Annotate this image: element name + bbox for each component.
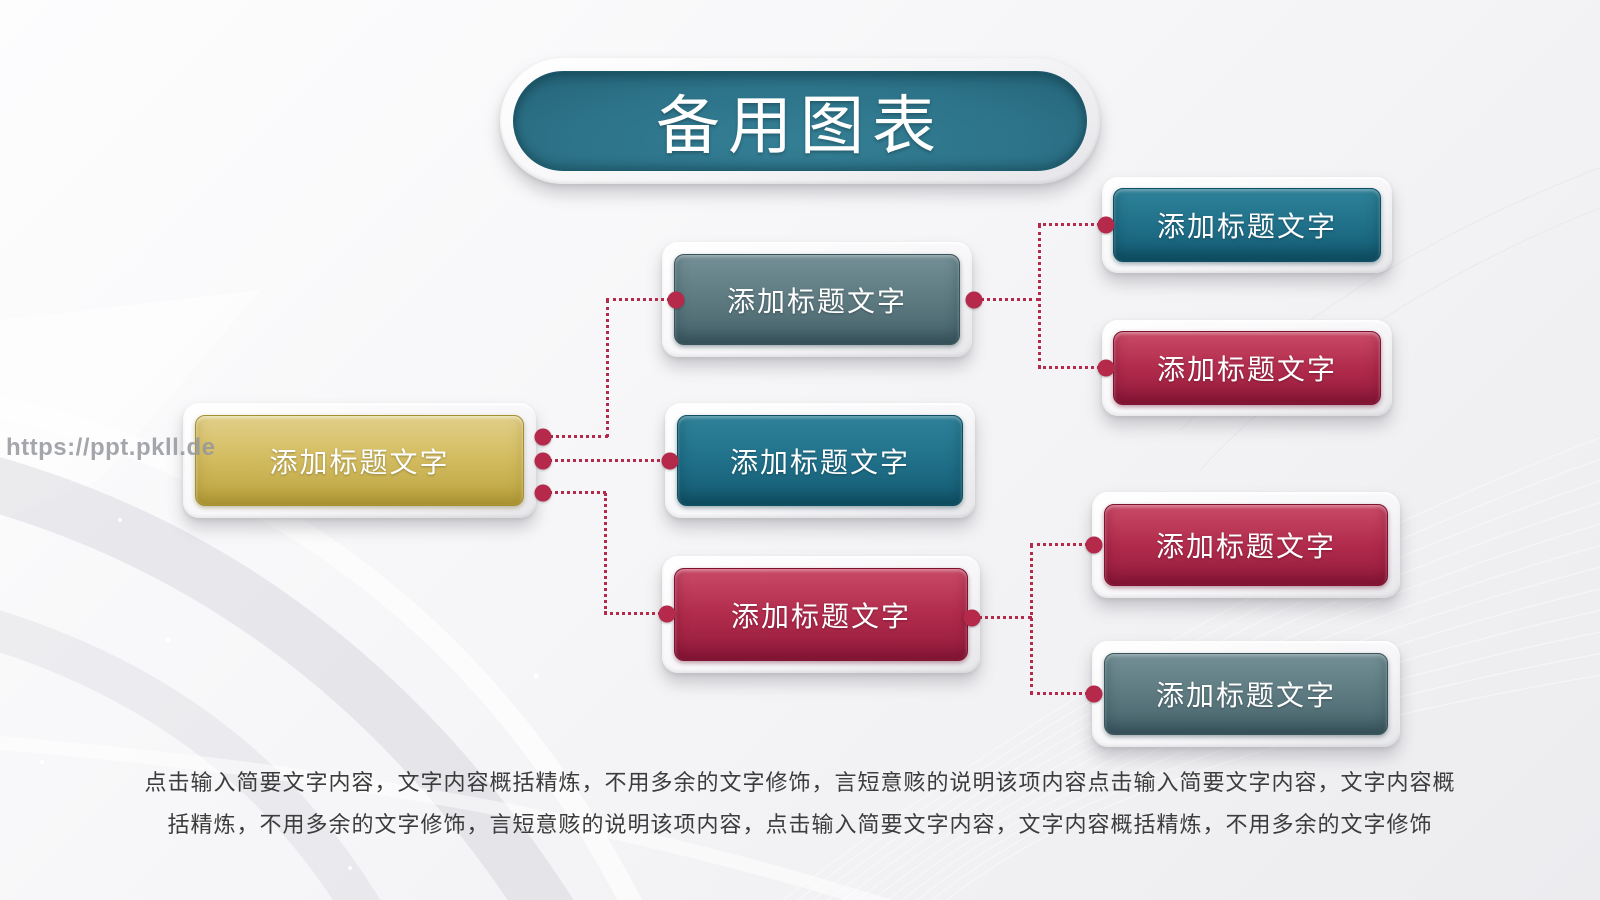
node-right-top: 添加标题文字 (1113, 188, 1381, 262)
node-right-bottom-label: 添加标题文字 (1155, 680, 1336, 711)
description-line-2: 括精炼，不用多余的文字修饰，言短意赅的说明该项内容，点击输入简要文字内容，文字内… (167, 812, 1433, 837)
node-mid-bottom-label: 添加标题文字 (730, 600, 911, 632)
connector-segment (1030, 543, 1088, 546)
connector-dot (1085, 685, 1103, 703)
node-right-bottom-frame: 添加标题文字 (1092, 641, 1400, 747)
node-mid-center-frame: 添加标题文字 (665, 403, 975, 518)
connector-segment (606, 298, 670, 301)
description-paragraph: 点击输入简要文字内容，文字内容概括精炼，不用多余的文字修饰，言短意赅的说明该项内… (0, 762, 1600, 846)
node-mid-top-label: 添加标题文字 (726, 285, 907, 317)
connector-segment (606, 300, 609, 437)
connector-dot (1097, 216, 1115, 234)
connector-segment (604, 493, 607, 614)
connector-dot (534, 428, 552, 446)
connector-segment (1030, 692, 1088, 695)
connector-segment (1030, 545, 1033, 694)
connector-dot (534, 452, 552, 470)
connector-dot (1085, 536, 1103, 554)
connector-dot (963, 609, 981, 627)
node-mid-bottom-frame: 添加标题文字 (662, 556, 980, 673)
slide-title: 备用图表 (656, 90, 944, 162)
node-right-top-label: 添加标题文字 (1156, 211, 1337, 242)
description-line-1: 点击输入简要文字内容，文字内容概括精炼，不用多余的文字修饰，言短意赅的说明该项内… (144, 770, 1456, 795)
node-root: 添加标题文字 (195, 415, 524, 506)
connector-segment (604, 612, 661, 615)
node-mid-bottom: 添加标题文字 (674, 568, 968, 661)
connector-segment (543, 459, 666, 462)
node-root-frame: 添加标题文字 (183, 403, 536, 518)
connector-dot (1097, 359, 1115, 377)
watermark-url: https://ppt.pkll.de (6, 434, 216, 461)
connector-dot (965, 291, 983, 309)
node-mid-center: 添加标题文字 (677, 415, 963, 506)
node-right-upper-label: 添加标题文字 (1156, 354, 1337, 385)
connector-dot (667, 291, 685, 309)
connector-segment (543, 491, 606, 494)
node-right-upper-frame: 添加标题文字 (1102, 320, 1392, 416)
node-right-bottom: 添加标题文字 (1104, 653, 1388, 735)
connector-dot (658, 605, 676, 623)
node-right-top-frame: 添加标题文字 (1102, 177, 1392, 273)
node-root-label: 添加标题文字 (269, 446, 450, 478)
node-right-lower: 添加标题文字 (1104, 504, 1388, 586)
connector-segment (972, 616, 1032, 619)
connector-dot (661, 452, 679, 470)
connector-segment (974, 298, 1040, 301)
connector-segment (543, 435, 608, 438)
title-pill: 备用图表 (513, 71, 1087, 171)
node-right-lower-label: 添加标题文字 (1155, 531, 1336, 562)
connector-segment (1038, 366, 1100, 369)
node-mid-top: 添加标题文字 (674, 254, 960, 345)
connector-dot (534, 484, 552, 502)
title-shape: 备用图表 (500, 58, 1100, 184)
connector-segment (1038, 223, 1100, 226)
node-right-upper: 添加标题文字 (1113, 331, 1381, 405)
node-mid-center-label: 添加标题文字 (729, 446, 910, 478)
node-right-lower-frame: 添加标题文字 (1092, 492, 1400, 598)
node-mid-top-frame: 添加标题文字 (662, 242, 972, 357)
connector-segment (1038, 225, 1041, 368)
